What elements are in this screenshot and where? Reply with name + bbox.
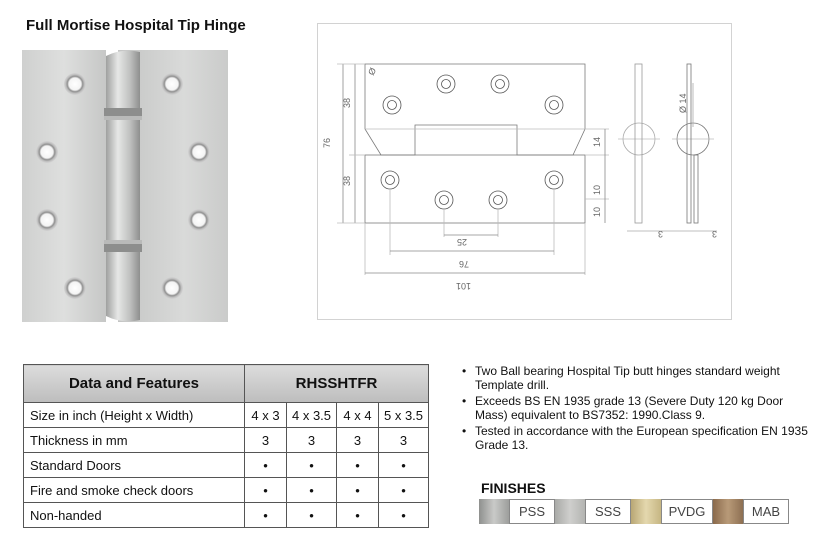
technical-drawing: 76 38 38 Ø Ø 14 14 10 10 25 76 101 3 3 [317,23,732,320]
cell: 3 [244,427,287,453]
dim-edge: 10 [592,207,602,217]
left-leaf [22,50,106,322]
dim-width-101: 101 [456,281,471,291]
feature-bullets: Two Ball bearing Hospital Tip butt hinge… [462,364,812,454]
finish-swatch-pvdg [631,499,661,524]
bullet-item: Tested in accordance with the European s… [462,424,812,452]
bullet-item: Two Ball bearing Hospital Tip butt hinge… [462,364,812,392]
finishes-title: FINISHES [481,480,546,496]
cell: • [336,477,379,503]
dim-knuckle-dia: Ø 14 [678,93,688,113]
finish-label-sss: SSS [585,499,631,524]
cell: • [244,452,287,478]
header-model: RHSSHTFR [244,364,429,403]
cell: 5 x 3.5 [378,402,429,428]
header-data-features: Data and Features [23,364,245,403]
cell: • [336,502,379,528]
finish-swatch-mab [713,499,743,524]
cell: • [286,477,337,503]
finish-label-pvdg: PVDG [661,499,713,524]
screw-holes [36,73,210,299]
finish-label-mab: MAB [743,499,789,524]
bullet-item: Exceeds BS EN 1935 grade 13 (Severe Duty… [462,394,812,422]
cell: • [244,502,287,528]
dim-gap: 10 [592,185,602,195]
cell: • [244,477,287,503]
table-row: Fire and smoke check doors • • • • [23,477,429,503]
cell: • [378,502,429,528]
cell: • [336,452,379,478]
dim-bottom-leaf: 38 [342,176,352,186]
dim-thickness-a: 3 [658,229,663,239]
data-features-table: Data and Features RHSSHTFR Size in inch … [23,364,429,528]
finish-swatch-sss [555,499,585,524]
row-label: Standard Doors [23,452,245,478]
table-header-row: Data and Features RHSSHTFR [23,364,429,403]
cell: • [378,477,429,503]
dim-hole-dia: Ø [366,66,378,77]
row-label: Non-handed [23,502,245,528]
cell: 3 [286,427,337,453]
row-label: Fire and smoke check doors [23,477,245,503]
cell: • [286,502,337,528]
hinge-photo [22,50,228,322]
cell: • [286,452,337,478]
finish-label-pss: PSS [509,499,555,524]
dim-top-leaf: 38 [342,98,352,108]
dim-thickness-b: 3 [712,229,717,239]
finishes-swatches: PSS SSS PVDG MAB [479,499,789,524]
cell: 4 x 3 [244,402,287,428]
dim-hole-spacing: 25 [457,237,467,247]
row-label: Thickness in mm [23,427,245,453]
dim-width-76: 76 [459,259,469,269]
cell: • [378,452,429,478]
cell: 3 [378,427,429,453]
cell: 4 x 3.5 [286,402,337,428]
cell: 3 [336,427,379,453]
table-row: Size in inch (Height x Width) 4 x 3 4 x … [23,402,429,428]
dim-tip: 14 [592,137,602,147]
row-label: Size in inch (Height x Width) [23,402,245,428]
page-title: Full Mortise Hospital Tip Hinge [26,17,246,34]
finish-swatch-pss [479,499,509,524]
right-leaf [118,50,228,322]
table-row: Standard Doors • • • • [23,452,429,478]
cell: 4 x 4 [336,402,379,428]
dim-height-total: 76 [322,138,332,148]
table-row: Thickness in mm 3 3 3 3 [23,427,429,453]
table-row: Non-handed • • • • [23,502,429,528]
